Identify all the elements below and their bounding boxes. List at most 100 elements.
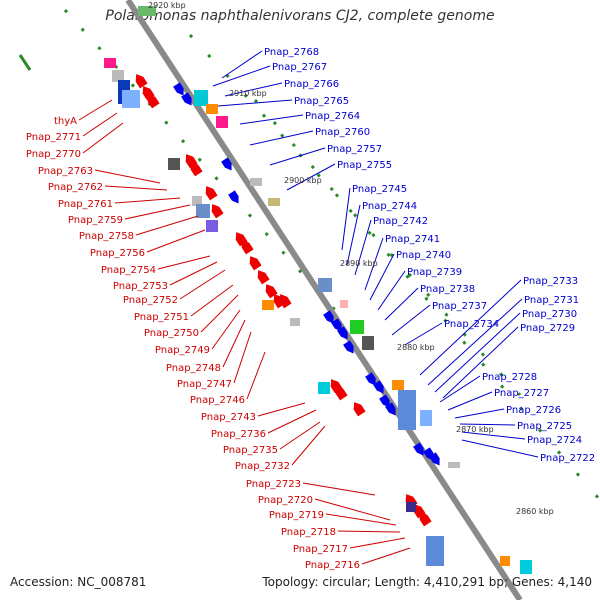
forward-label-leader bbox=[249, 130, 314, 146]
reverse-label-leader bbox=[257, 402, 306, 417]
forward-gene-label: Pnap_2741 bbox=[385, 234, 440, 245]
reverse-gene-label: Pnap_2723 bbox=[246, 479, 301, 490]
reverse-label-leader bbox=[361, 547, 411, 565]
forward-label-leader bbox=[461, 431, 526, 440]
reverse-gene-label: Pnap_2749 bbox=[155, 345, 210, 356]
feature-block bbox=[406, 502, 416, 512]
reverse-gene-label: Pnap_2716 bbox=[305, 560, 360, 571]
forward-gene-label: Pnap_2757 bbox=[327, 144, 382, 155]
reverse-label-leader bbox=[190, 284, 234, 317]
reverse-gene-arrow bbox=[135, 74, 148, 89]
forward-label-leader bbox=[369, 253, 395, 301]
forward-gene-arrow bbox=[323, 310, 334, 324]
reverse-label-leader bbox=[78, 99, 113, 121]
reverse-gene-label: Pnap_2720 bbox=[258, 495, 313, 506]
gc-content-track bbox=[18, 8, 600, 501]
forward-label-leader bbox=[459, 423, 516, 426]
forward-label-leader bbox=[384, 287, 419, 321]
scale-tick-label: 2870 kbp bbox=[456, 425, 494, 434]
reverse-gene-label: Pnap_2770 bbox=[26, 149, 81, 160]
reverse-label-leader bbox=[211, 309, 241, 350]
feature-block bbox=[168, 158, 180, 170]
reverse-gene-label: Pnap_2754 bbox=[101, 265, 156, 276]
reverse-gene-label: Pnap_2746 bbox=[190, 395, 245, 406]
feature-block bbox=[448, 462, 460, 468]
forward-gene-label: Pnap_2728 bbox=[482, 372, 537, 383]
reverse-label-leader bbox=[337, 530, 401, 533]
reverse-gene-arrow bbox=[249, 256, 262, 271]
reverse-gene-label: Pnap_2771 bbox=[26, 132, 81, 143]
feature-block bbox=[426, 536, 444, 566]
forward-label-leader bbox=[212, 65, 271, 87]
forward-gene-arrow bbox=[181, 92, 192, 106]
forward-label-leader bbox=[404, 322, 443, 346]
forward-gene-label: Pnap_2725 bbox=[517, 421, 572, 432]
feature-block bbox=[194, 90, 208, 106]
forward-label-leader bbox=[434, 312, 521, 393]
feature-block bbox=[104, 58, 116, 68]
reverse-label-leader bbox=[267, 409, 317, 434]
feature-block bbox=[420, 410, 432, 426]
reverse-label-leader bbox=[291, 425, 326, 466]
reverse-gene-arrow bbox=[147, 94, 160, 109]
forward-label-leader bbox=[269, 147, 326, 166]
reverse-gene-arrow bbox=[205, 186, 218, 201]
forward-gene-label: Pnap_2740 bbox=[396, 250, 451, 261]
reverse-label-leader bbox=[104, 185, 168, 191]
forward-gene-label: Pnap_2724 bbox=[527, 435, 582, 446]
reverse-gene-label: Pnap_2719 bbox=[269, 510, 324, 521]
scale-tick-label: 2910 kbp bbox=[229, 89, 267, 98]
forward-gene-label: Pnap_2731 bbox=[524, 295, 579, 306]
forward-label-leader bbox=[442, 326, 519, 399]
forward-gene-arrow bbox=[379, 394, 390, 408]
forward-gene-arrow bbox=[385, 402, 396, 416]
forward-gene-label: Pnap_2733 bbox=[523, 276, 578, 287]
gene-labels: Pnap_2768Pnap_2767Pnap_2766Pnap_2765Pnap… bbox=[26, 47, 595, 571]
forward-gene-label: Pnap_2727 bbox=[494, 388, 549, 399]
feature-block bbox=[318, 382, 330, 394]
gene-features bbox=[104, 6, 532, 574]
reverse-gene-arrow bbox=[190, 162, 203, 177]
forward-gene-label: Pnap_2768 bbox=[264, 47, 319, 58]
reverse-label-leader bbox=[325, 513, 397, 526]
feature-block bbox=[122, 90, 140, 108]
forward-label-leader bbox=[286, 163, 336, 191]
reverse-label-leader bbox=[349, 537, 406, 549]
reverse-gene-label: Pnap_2735 bbox=[223, 445, 278, 456]
reverse-label-leader bbox=[82, 122, 124, 154]
forward-gene-arrow bbox=[429, 452, 440, 466]
reverse-gene-arrow bbox=[211, 204, 224, 219]
scale-tick-label: 2860 kbp bbox=[516, 507, 554, 516]
forward-label-leader bbox=[461, 439, 539, 458]
reverse-gene-label: Pnap_2736 bbox=[211, 429, 266, 440]
reverse-gene-label: thyA bbox=[54, 116, 77, 127]
forward-gene-label: Pnap_2760 bbox=[315, 127, 370, 138]
feature-block bbox=[500, 556, 510, 566]
forward-label-leader bbox=[454, 408, 505, 419]
forward-label-leader bbox=[377, 270, 406, 311]
reverse-gene-arrow bbox=[353, 402, 366, 417]
forward-gene-label: Pnap_2744 bbox=[362, 201, 417, 212]
forward-label-leader bbox=[217, 99, 293, 107]
reverse-label-leader bbox=[314, 498, 391, 521]
feature-block bbox=[206, 220, 218, 232]
forward-gene-arrow bbox=[337, 326, 348, 340]
forward-label-leader bbox=[391, 304, 431, 336]
genome-backbone bbox=[125, 0, 523, 600]
reverse-label-leader bbox=[279, 421, 321, 450]
reverse-gene-label: Pnap_2758 bbox=[79, 231, 134, 242]
feature-block bbox=[138, 6, 156, 16]
accession-text: Accession: NC_008781 bbox=[10, 575, 147, 589]
reverse-label-leader bbox=[114, 197, 181, 204]
reverse-label-leader bbox=[82, 112, 118, 137]
scale-tick-label: 2890 kbp bbox=[340, 259, 378, 268]
forward-gene-label: Pnap_2722 bbox=[540, 453, 595, 464]
reverse-label-leader bbox=[146, 229, 206, 253]
forward-gene-label: Pnap_2734 bbox=[444, 319, 499, 330]
reverse-label-leader bbox=[124, 204, 191, 220]
reverse-gene-label: Pnap_2756 bbox=[90, 248, 145, 259]
feature-block bbox=[112, 70, 124, 82]
feature-block bbox=[318, 278, 332, 292]
map-title: Polaromonas naphthalenivorans CJ2, compl… bbox=[105, 8, 495, 24]
